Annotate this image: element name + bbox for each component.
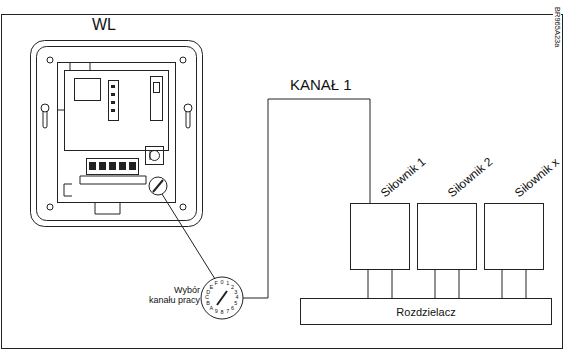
- cable-entry: [64, 184, 120, 214]
- pipe-connector: [502, 270, 526, 298]
- terminal-screws: [89, 85, 136, 170]
- dial-digit: D: [206, 290, 210, 296]
- actuator-box: Siłownik 2: [417, 203, 477, 270]
- dial-digit: 7: [226, 309, 229, 315]
- drawing-code: BR965A23a: [553, 6, 561, 48]
- dial-digit: F: [215, 281, 218, 287]
- dial-digit: A: [210, 306, 214, 312]
- plate-rim: [37, 47, 197, 221]
- board-tabs: [58, 62, 150, 160]
- dial-pointer: [217, 291, 227, 305]
- channel-dial-small: [149, 177, 167, 195]
- dial-digit: B: [206, 301, 210, 307]
- connector: [151, 77, 163, 121]
- pipe-connector: [435, 270, 459, 298]
- screw-hole: [47, 57, 186, 210]
- dial-digit: E: [210, 285, 214, 291]
- actuator-label: Siłownik 2: [445, 155, 495, 200]
- leader-line: [162, 194, 215, 279]
- actuator-box: Siłownik 1: [350, 203, 410, 270]
- keyhole: [41, 104, 192, 128]
- dial-caption: Wybór kanału pracy: [148, 286, 200, 306]
- actuator-box: Siłownik x: [484, 203, 544, 270]
- dial-digit: 0: [220, 280, 223, 286]
- circuit-board: [65, 71, 169, 151]
- dial-digit: 6: [231, 306, 234, 312]
- module-housing: [58, 63, 176, 203]
- mounting-plate: [31, 41, 203, 227]
- dial-digit: 1: [226, 281, 229, 287]
- terminal-base: [80, 176, 146, 184]
- manifold-label: Rozdzielacz: [396, 306, 455, 318]
- channel-name: KANAŁ 1: [290, 77, 352, 94]
- chip: [75, 79, 101, 101]
- push-button: [146, 147, 164, 165]
- device-name: WL: [92, 16, 116, 34]
- frame: [2, 15, 563, 349]
- dial-digit: 8: [220, 310, 223, 316]
- pipe-connector: [368, 270, 392, 298]
- dial-digit: 9: [215, 309, 218, 315]
- dial-digit: 5: [234, 301, 237, 307]
- manifold-box: Rozdzielacz: [300, 298, 552, 325]
- actuator-label: Siłownik x: [512, 155, 562, 200]
- terminal-block: [87, 159, 139, 175]
- dial-digit: C: [205, 295, 209, 301]
- connector-slot: [154, 83, 160, 93]
- dial-digit: 3: [234, 290, 237, 296]
- dial-digit: 4: [235, 295, 238, 301]
- actuator-label: Siłownik 1: [378, 155, 428, 200]
- dial-digit: 2: [231, 285, 234, 291]
- pin-header: [109, 81, 119, 121]
- push-button-cap: [150, 151, 160, 161]
- dial-slot: [153, 180, 163, 192]
- channel-dial-inset: [201, 277, 243, 319]
